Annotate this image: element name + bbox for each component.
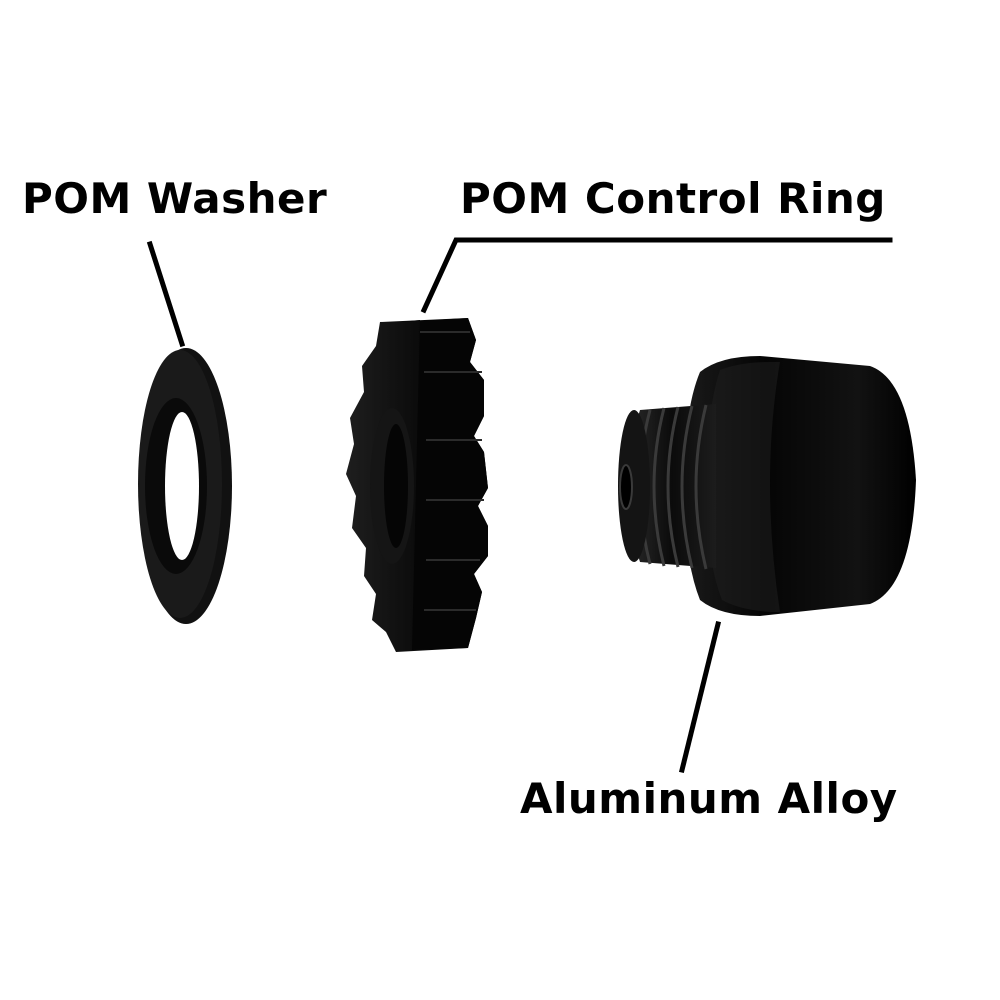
cap-thread-ridges [638, 404, 708, 570]
pom-washer-label: POM Washer [22, 174, 328, 223]
control-ring-leader-line [420, 237, 893, 314]
cap-thread [628, 404, 716, 568]
leader-lines [146, 237, 893, 774]
washer-leader-line [146, 240, 186, 348]
cap-center-hole [619, 464, 633, 510]
alloy-leader-line [678, 620, 722, 774]
ring-ridges [420, 331, 484, 611]
pom-washer [138, 348, 232, 624]
pom-control-ring-label: POM Control Ring [460, 174, 886, 223]
ring-side [400, 318, 488, 650]
aluminum-alloy-cap [618, 356, 916, 616]
cap-thread-end [618, 410, 650, 562]
ring-bore-inner [384, 424, 408, 548]
pom-control-ring [346, 318, 488, 652]
aluminum-alloy-label: Aluminum Alloy [520, 774, 898, 823]
cap-highlight [706, 362, 780, 612]
washer-hole [165, 412, 199, 560]
